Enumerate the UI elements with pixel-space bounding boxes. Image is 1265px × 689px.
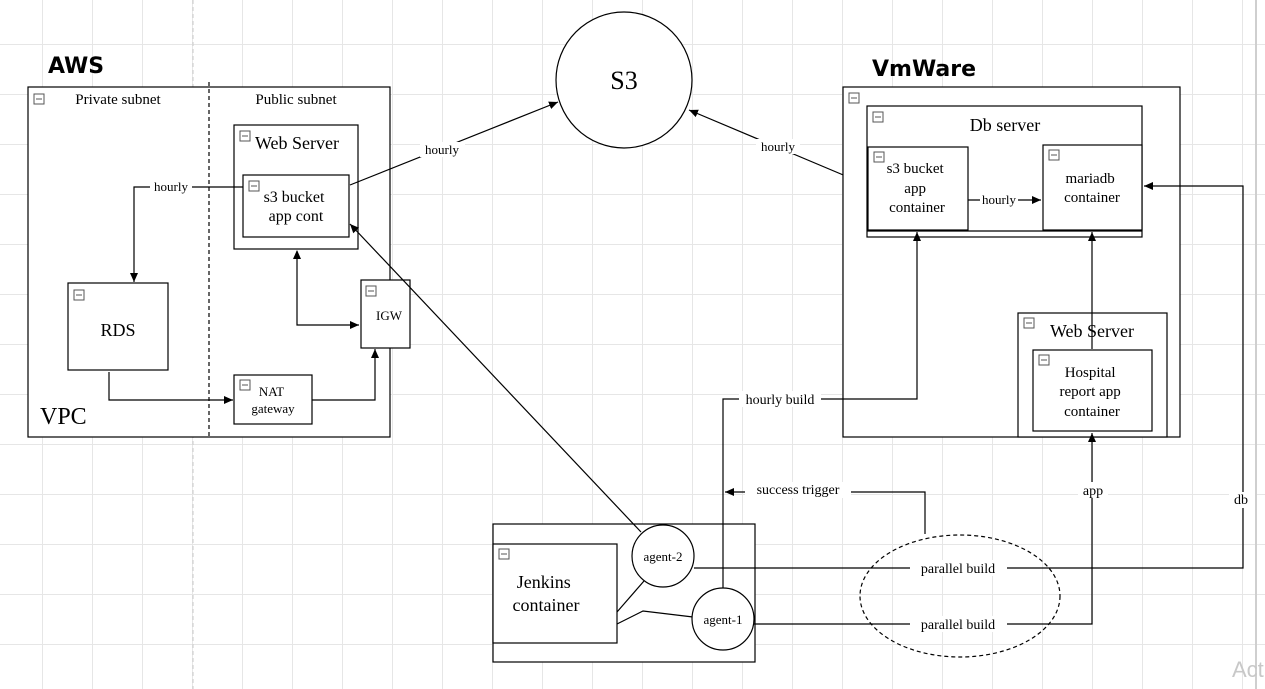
edge-rds-to-nat [108, 372, 233, 404]
edge-label-success-trigger: success trigger [757, 483, 840, 498]
collapse-icon[interactable] [498, 548, 510, 560]
vm-s3-app-label: s3 bucket app container [887, 161, 948, 216]
agent-1-node[interactable] [691, 587, 755, 651]
edge-jenkins-agent2 [616, 580, 645, 613]
collapse-icon[interactable] [33, 93, 45, 105]
collapse-icon[interactable] [239, 130, 251, 142]
agent-1-label: agent-1 [704, 612, 743, 627]
edge-label-hourly-build: hourly build [746, 393, 815, 408]
vpc-label: VPC [40, 404, 87, 430]
edge-label-hourly-vm-s3: hourly [761, 139, 795, 154]
vm-s3-app-line-1: s3 bucket [887, 161, 945, 177]
db-server-label: Db server [970, 115, 1040, 135]
nat-label: NAT gateway [251, 384, 295, 416]
nat-line-1: NAT [259, 384, 284, 399]
vmware-title: VmWare [872, 57, 976, 82]
igw-label: IGW [376, 308, 403, 323]
edge-nat-to-igw [312, 349, 379, 401]
collapse-icon[interactable] [1048, 149, 1060, 161]
hospital-app-line-3: container [1064, 404, 1120, 420]
aws-web-server-label: Web Server [255, 133, 339, 153]
jenkins-label: Jenkins container [513, 572, 580, 615]
s3-label: S3 [610, 66, 637, 95]
edge-jenkins-agent1 [616, 610, 694, 625]
edge-label-db: db [1234, 493, 1248, 508]
aws-s3-app-label: s3 bucket app cont [264, 189, 329, 225]
collapse-icon[interactable] [873, 151, 885, 163]
nat-line-2: gateway [251, 401, 295, 416]
parallel-build-group[interactable] [859, 534, 1061, 658]
edge-label-hourly-aws-s3: hourly [425, 142, 459, 157]
edge-s3app-to-rds [130, 186, 243, 282]
rds-label: RDS [100, 320, 135, 340]
activation-watermark: Act [1232, 657, 1264, 682]
collapse-icon[interactable] [1023, 317, 1035, 329]
agent-2-label: agent-2 [644, 549, 683, 564]
hospital-app-line-1: Hospital [1065, 365, 1116, 381]
mariadb-line-2: container [1064, 190, 1120, 206]
edge-label-parallel-build-2: parallel build [921, 618, 995, 633]
public-subnet-label: Public subnet [255, 92, 337, 108]
mariadb-label: mariadb container [1064, 171, 1120, 206]
rds-box[interactable] [67, 282, 169, 371]
collapse-icon[interactable] [73, 289, 85, 301]
private-subnet-label: Private subnet [75, 92, 161, 108]
edge-parallel-build-app [754, 433, 1096, 625]
vm-s3-app-container[interactable] [867, 146, 969, 231]
vm-s3-app-line-3: container [889, 200, 945, 216]
collapse-icon[interactable] [248, 180, 260, 192]
jenkins-line-2: container [513, 595, 580, 615]
edge-label-app: app [1083, 484, 1103, 499]
aws-s3-app-line-1: s3 bucket [264, 189, 325, 206]
aws-s3-app-line-2: app cont [269, 208, 324, 225]
hospital-app-line-2: report app [1060, 384, 1121, 400]
edge-label-hourly-rds: hourly [154, 179, 188, 194]
aws-title: AWS [48, 54, 104, 79]
collapse-icon[interactable] [848, 92, 860, 104]
agent-2-node[interactable] [631, 524, 695, 588]
jenkins-container[interactable] [492, 543, 618, 644]
hospital-app-container[interactable] [1032, 349, 1153, 432]
collapse-icon[interactable] [1038, 354, 1050, 366]
collapse-icon[interactable] [872, 111, 884, 123]
collapse-icon[interactable] [365, 285, 377, 297]
mariadb-line-1: mariadb [1066, 171, 1115, 187]
edge-label-parallel-build-1: parallel build [921, 562, 995, 577]
edge-webserver-igw [293, 250, 359, 329]
jenkins-line-1: Jenkins [517, 572, 571, 592]
aws-s3-app-container[interactable] [242, 174, 350, 238]
vm-s3-app-line-2: app [904, 181, 926, 197]
collapse-icon[interactable] [239, 379, 251, 391]
hospital-app-label: Hospital report app container [1060, 365, 1125, 420]
edge-label-hourly-vm-db: hourly [982, 192, 1016, 207]
edge-agent2-to-aws-s3app [349, 223, 642, 533]
s3-bucket-node[interactable] [555, 11, 693, 149]
